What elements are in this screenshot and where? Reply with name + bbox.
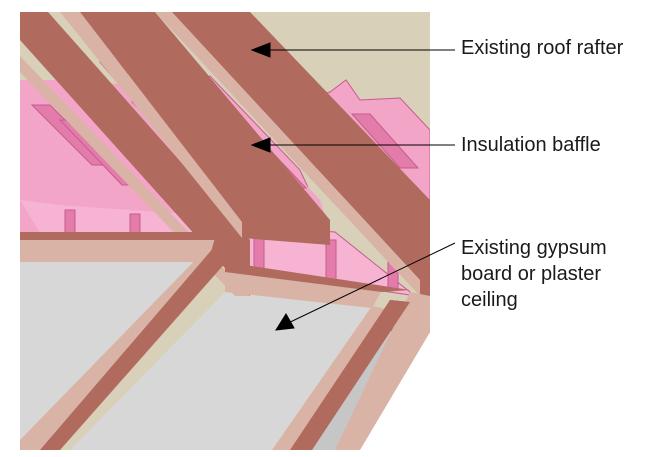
rafter-right: [155, 12, 430, 330]
leader-lines: [250, 42, 456, 331]
baffle-callout-label: Insulation baffle: [461, 134, 601, 156]
baffle-arrowhead: [250, 137, 271, 153]
ceiling-callout-line-2: board or plaster: [461, 263, 602, 285]
rafter-arrowhead: [250, 42, 271, 58]
ceiling-arrowhead: [275, 313, 295, 331]
ceiling-callout-line-3: ceiling: [461, 289, 518, 311]
ceiling-leader: [281, 242, 456, 327]
ceiling-bay-center: [70, 292, 370, 450]
ceiling-callout-label: Existing gypsum board or plaster ceiling: [461, 235, 607, 313]
ceiling-diagonal-members: [20, 246, 430, 450]
rafter-callout-label: Existing roof rafter: [461, 37, 624, 59]
rafter-center: [60, 12, 330, 245]
ceiling-callout-line-1: Existing gypsum: [461, 237, 607, 259]
